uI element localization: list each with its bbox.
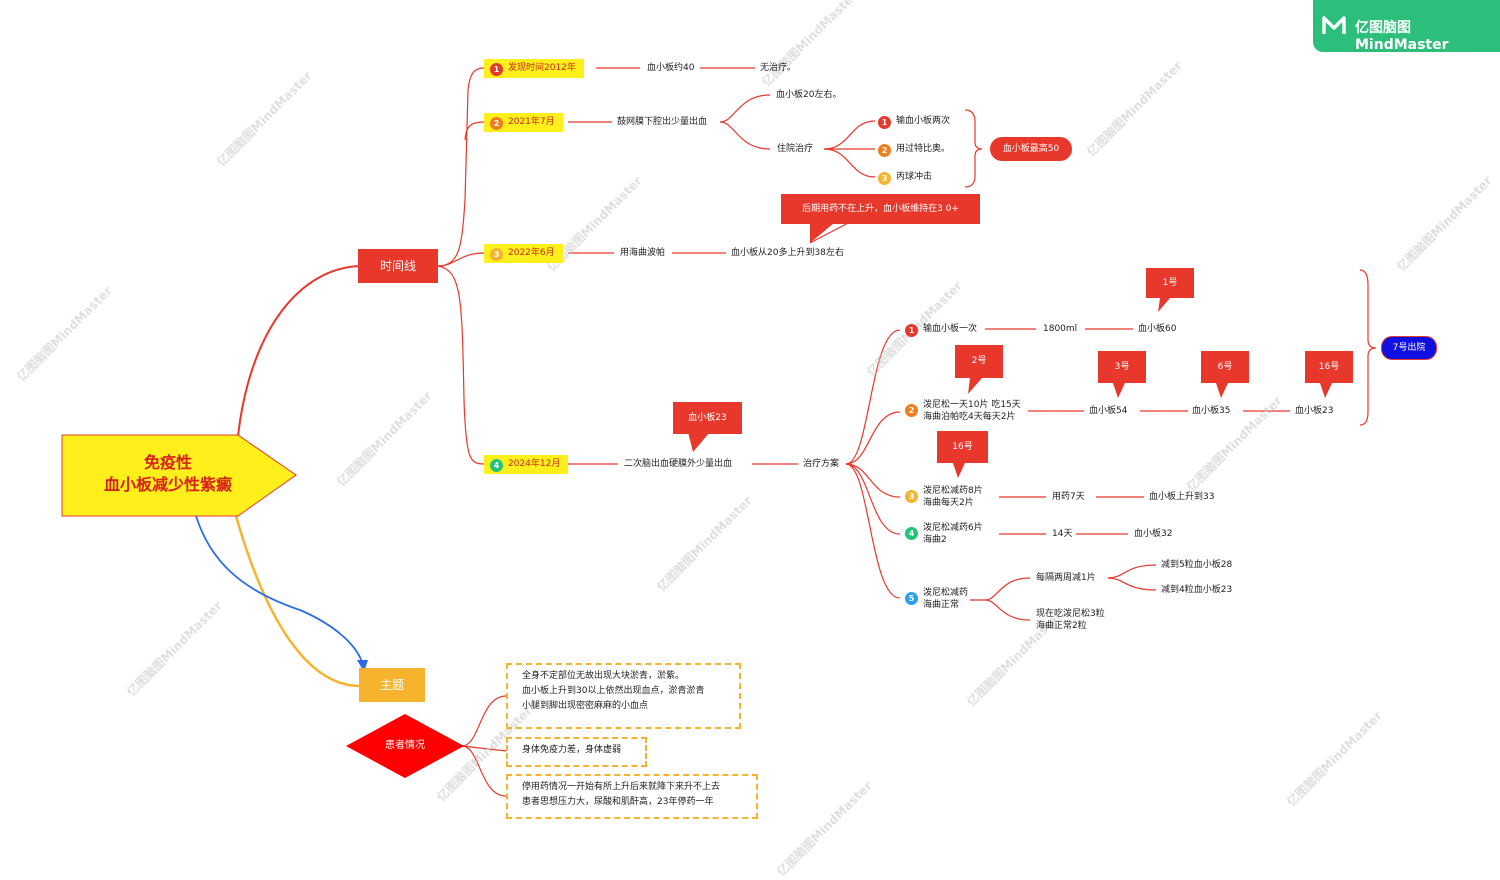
- central-topic-line2: 血小板减少性紫癜: [103, 475, 232, 494]
- event-2024-node[interactable]: 4 2024年12月: [484, 455, 569, 474]
- event-2022-label: 2022年6月: [508, 248, 555, 258]
- plan-1-amount[interactable]: 1800ml: [1043, 324, 1078, 334]
- plan-5[interactable]: 5 泼尼松减药 海曲正常: [905, 587, 968, 611]
- plan-4-label: 泼尼松减药6片 海曲2: [923, 523, 983, 545]
- plan-5-rule[interactable]: 每隔两周减1片: [1036, 573, 1096, 583]
- central-topic[interactable]: 免疫性 血小板减少性紫癜: [62, 452, 274, 496]
- branch-topic[interactable]: 主题: [359, 668, 425, 702]
- e2-hospital-treatment[interactable]: 住院治疗: [777, 144, 814, 154]
- plan-2-day-callout[interactable]: 2号: [955, 345, 1003, 378]
- plan-3-label: 泼尼松减药8片 海曲每天2片: [923, 486, 983, 508]
- number-badge-4: 4: [490, 459, 503, 472]
- central-topic-shape: [61, 434, 297, 517]
- number-badge-5: 5: [905, 592, 918, 605]
- plan-2-result-1[interactable]: 血小板54: [1089, 406, 1128, 416]
- plan-3-result[interactable]: 血小板上升到33: [1149, 492, 1215, 502]
- plan-4-result[interactable]: 血小板32: [1134, 529, 1173, 539]
- e2-item-1[interactable]: 1 输血小板两次: [878, 115, 950, 129]
- e2-item-1-label: 输血小板两次: [896, 116, 951, 126]
- number-badge-2: 2: [905, 404, 918, 417]
- plan-2-day-2-callout[interactable]: 6号: [1201, 351, 1249, 383]
- plan-5-label: 泼尼松减药 海曲正常: [923, 588, 969, 610]
- e3-drug[interactable]: 用海曲波帕: [620, 248, 666, 258]
- event-2024-label: 2024年12月: [508, 459, 561, 469]
- discharge-bubble[interactable]: 7号出院: [1381, 336, 1437, 360]
- event-2021-label: 2021年7月: [508, 117, 555, 127]
- e3-note-callout[interactable]: 后期用药不在上升，血小板维持在3 0+: [781, 194, 980, 224]
- patient-detail-3[interactable]: 停用药情况一开始有所上升后来就降下来升不上去 患者思想压力大，尿酸和肌酐高，23…: [506, 774, 758, 819]
- e3-result[interactable]: 血小板从20多上升到38左右: [731, 248, 844, 258]
- plan-1-result[interactable]: 血小板60: [1138, 324, 1177, 334]
- plan-4[interactable]: 4 泼尼松减药6片 海曲2: [905, 522, 983, 546]
- e2-item-2[interactable]: 2 用过特比奥。: [878, 143, 950, 157]
- plan-2-day-1-callout[interactable]: 3号: [1098, 351, 1146, 383]
- e2-item-3-label: 丙球冲击: [896, 172, 933, 182]
- event-2022-node[interactable]: 3 2022年6月: [484, 244, 563, 263]
- event-2012-node[interactable]: 1 发现时间2012年: [484, 59, 584, 78]
- e2-summary-bubble[interactable]: 血小板最高50: [990, 137, 1072, 161]
- e2-item-3[interactable]: 3 丙球冲击: [878, 171, 932, 185]
- plan-4-duration[interactable]: 14天: [1052, 529, 1073, 539]
- e2-description[interactable]: 鼓网膜下腔出少量出血: [617, 117, 708, 127]
- e4-description[interactable]: 二次脑出血硬膜外少量出血: [624, 459, 733, 469]
- number-badge-1: 1: [878, 116, 891, 129]
- number-badge-3: 3: [878, 172, 891, 185]
- e2-item-2-label: 用过特比奥。: [896, 144, 951, 154]
- plan-5-current[interactable]: 现在吃泼尼松3粒 海曲正常2粒: [1036, 609, 1105, 631]
- mindmaster-logo-icon: [1322, 16, 1346, 34]
- number-badge-2: 2: [878, 144, 891, 157]
- e4-treatment-plan[interactable]: 治疗方案: [803, 459, 840, 469]
- e1-platelet[interactable]: 血小板约40: [647, 63, 695, 73]
- plan-2-label: 泼尼松一天10片 吃15天 海曲泊帕吃4天每天2片: [923, 400, 1021, 422]
- e4-platelet-callout[interactable]: 血小板23: [673, 402, 742, 434]
- plan-5-step-2[interactable]: 减到4粒血小板23: [1161, 585, 1233, 595]
- plan-2-day-3-callout[interactable]: 16号: [1305, 351, 1353, 383]
- plan-3-duration[interactable]: 用药7天: [1052, 492, 1085, 502]
- central-topic-line1: 免疫性: [143, 453, 192, 472]
- plan-1-day-callout[interactable]: 1号: [1146, 268, 1194, 298]
- patient-diamond-shape: [346, 714, 464, 778]
- patient-node[interactable]: 患者情况: [385, 740, 425, 751]
- plan-2-result-3[interactable]: 血小板23: [1295, 406, 1334, 416]
- plan-1-label: 输血小板一次: [923, 324, 978, 334]
- plan-5-step-1[interactable]: 减到5粒血小板28: [1161, 560, 1233, 570]
- e2-platelet[interactable]: 血小板20左右。: [776, 90, 842, 100]
- plan-3[interactable]: 3 泼尼松减药8片 海曲每天2片: [905, 485, 983, 509]
- number-badge-1: 1: [905, 324, 918, 337]
- number-badge-2: 2: [490, 117, 503, 130]
- brand-logo: 亿图脑图MindMaster: [1313, 0, 1500, 53]
- event-2021-node[interactable]: 2 2021年7月: [484, 113, 563, 132]
- e1-treatment[interactable]: 无治疗。: [760, 63, 797, 73]
- patient-detail-2[interactable]: 身体免疫力差，身体虚弱: [506, 737, 647, 767]
- plan-2-result-2[interactable]: 血小板35: [1192, 406, 1231, 416]
- event-2012-label: 发现时间2012年: [508, 63, 576, 73]
- branch-timeline[interactable]: 时间线: [358, 249, 438, 283]
- plan-3-day-callout[interactable]: 16号: [937, 431, 988, 463]
- patient-detail-1[interactable]: 全身不定部位无故出现大块淤青，淤紫。 血小板上升到30以上依然出现血点，淤青淤青…: [506, 663, 741, 729]
- brand-name: 亿图脑图MindMaster: [1355, 20, 1449, 53]
- number-badge-3: 3: [490, 248, 503, 261]
- number-badge-4: 4: [905, 527, 918, 540]
- plan-2[interactable]: 2 泼尼松一天10片 吃15天 海曲泊帕吃4天每天2片: [905, 399, 1021, 423]
- plan-1[interactable]: 1 输血小板一次: [905, 323, 977, 337]
- number-badge-3: 3: [905, 490, 918, 503]
- number-badge-1: 1: [490, 63, 503, 76]
